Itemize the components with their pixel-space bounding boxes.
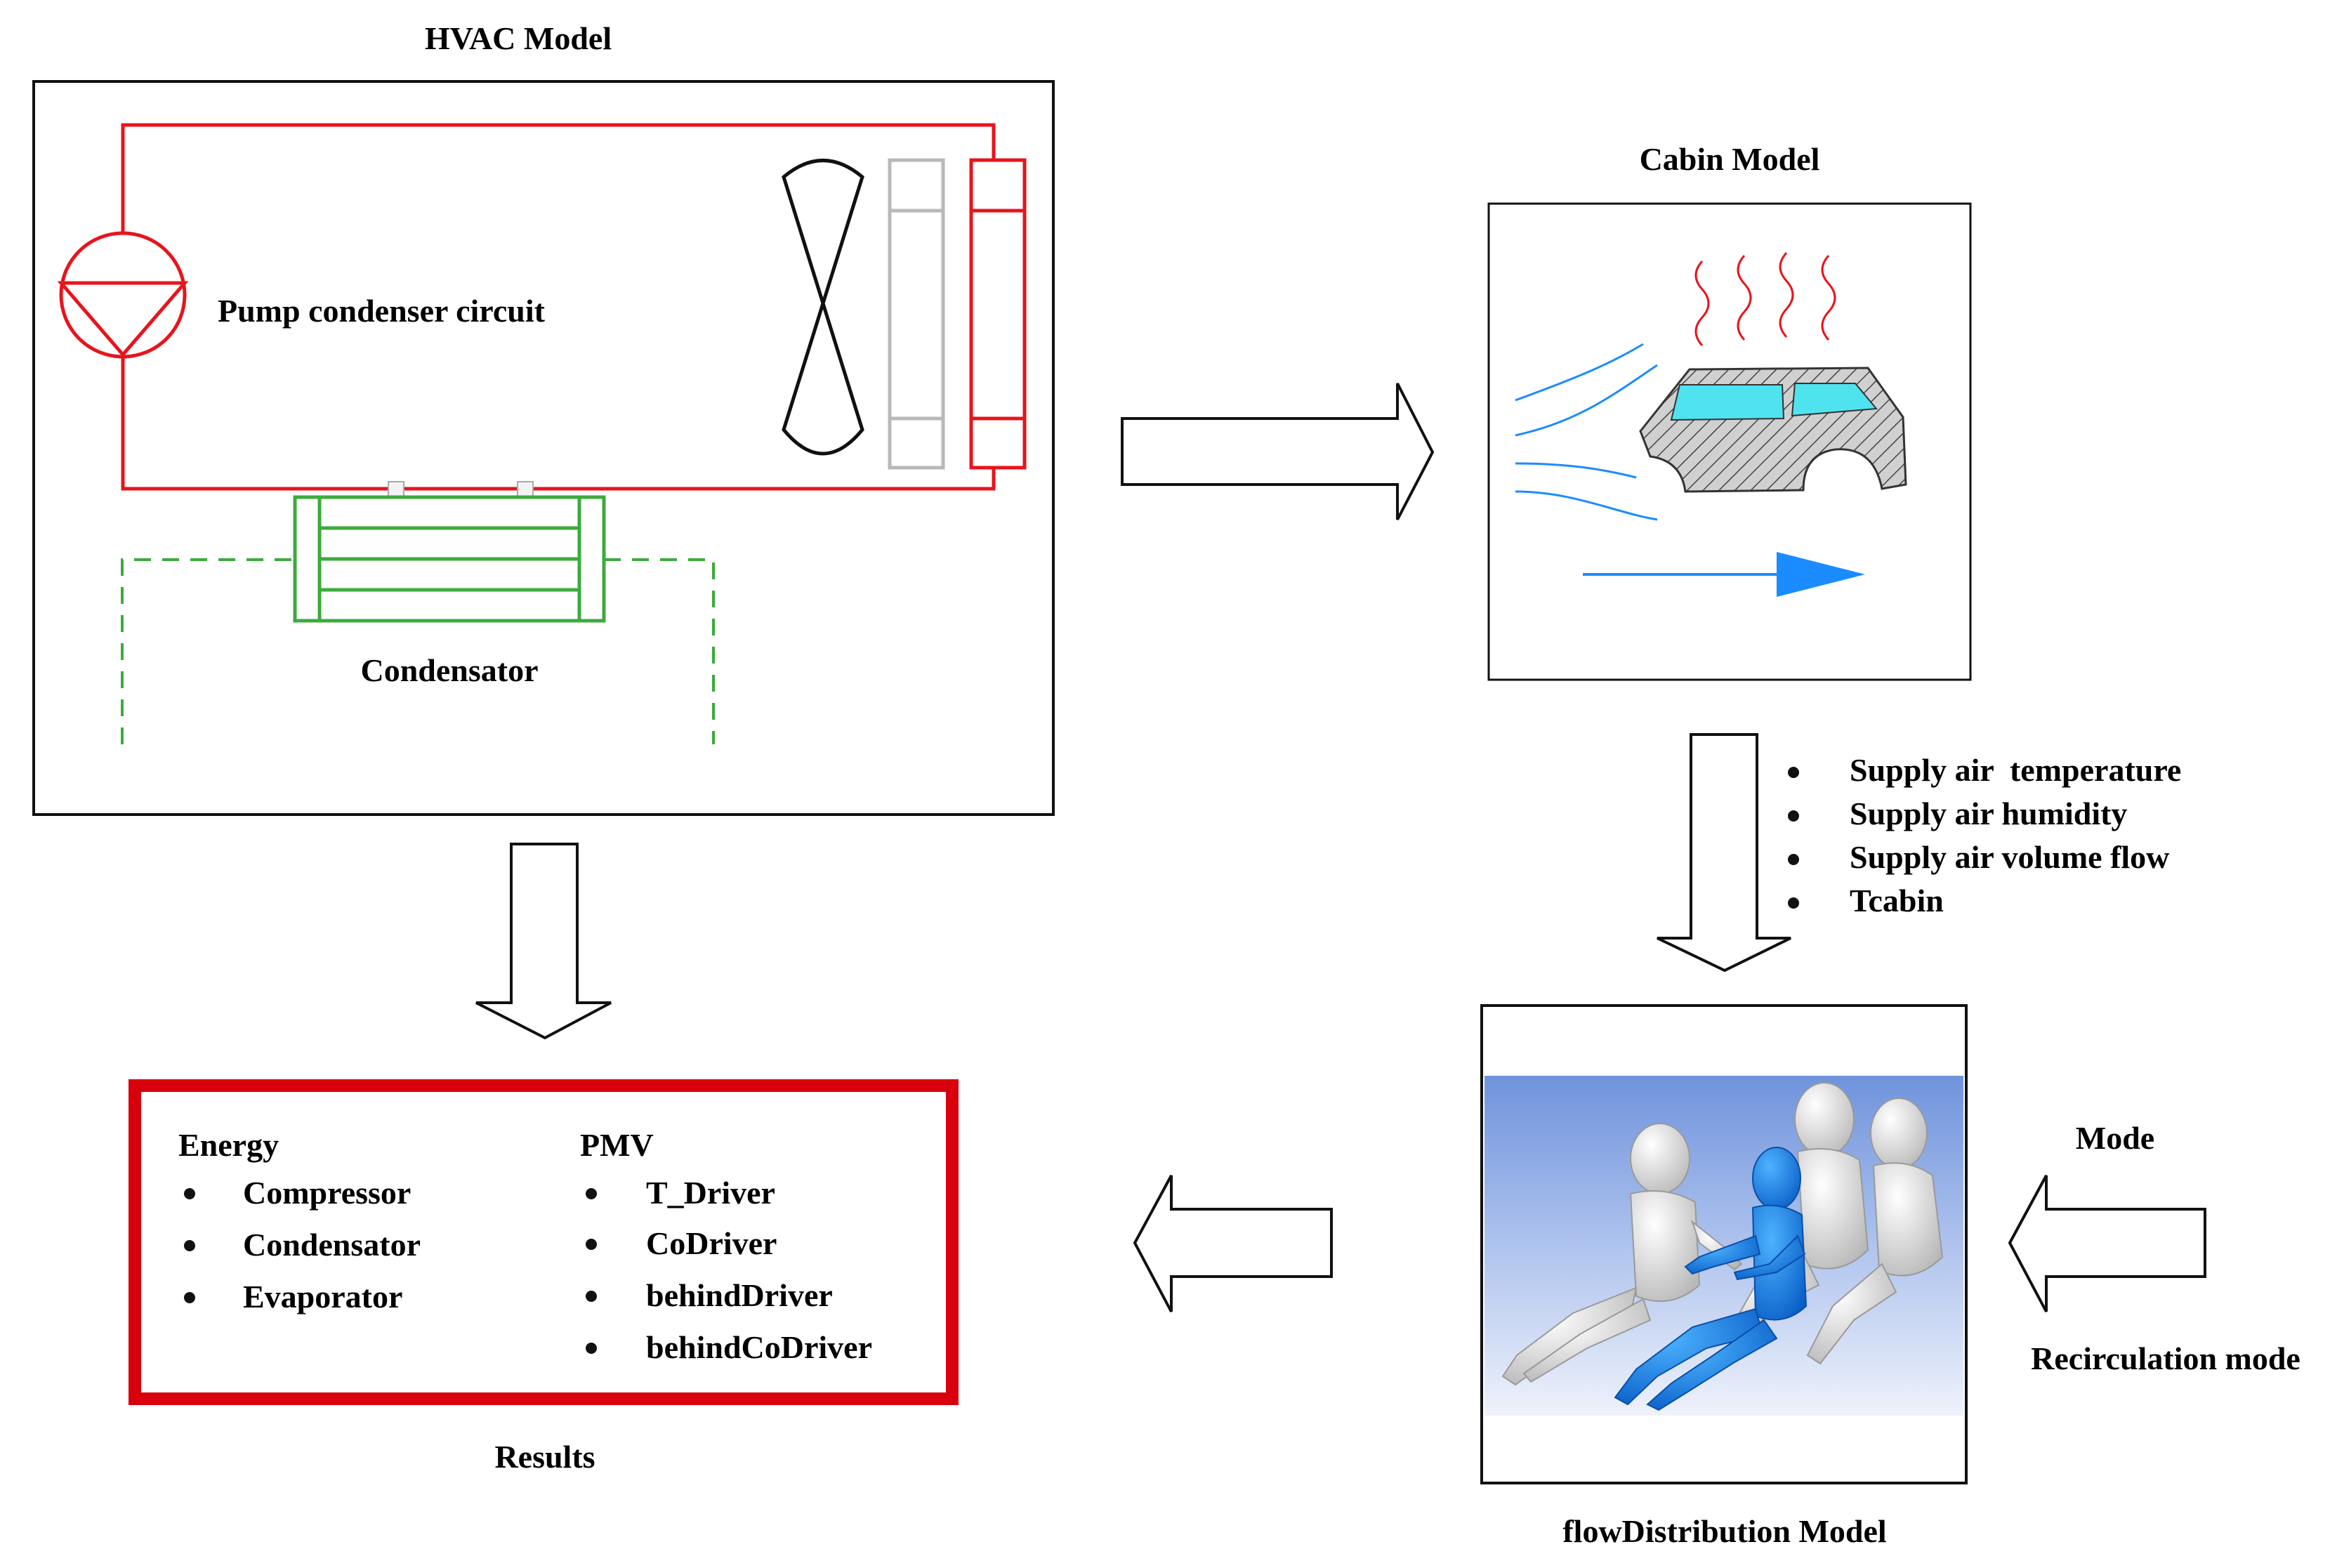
energy-item: Condensator bbox=[243, 1227, 421, 1263]
grey-heat-exchanger bbox=[888, 158, 945, 470]
energy-heading: Energy bbox=[178, 1127, 279, 1163]
bullet bbox=[586, 1291, 597, 1302]
connector-port-right bbox=[517, 481, 534, 498]
coolant-circuit bbox=[121, 558, 715, 744]
flow-input-item: Supply air volume flow bbox=[1850, 839, 2169, 875]
flow-distribution-model: flowDistribution Model bbox=[1480, 1004, 1968, 1549]
bullet bbox=[586, 1239, 597, 1250]
hvac-model: HVAC Model Pump condenser circuit bbox=[32, 20, 1055, 816]
hvac-model-title: HVAC Model bbox=[425, 20, 612, 56]
flow-direction-arrow bbox=[1583, 552, 1865, 597]
arrow-flow-to-results bbox=[1133, 1175, 1333, 1312]
flow-input-list: Supply air temperature Supply air humidi… bbox=[1788, 752, 2181, 918]
arrow-hvac-to-results bbox=[475, 843, 612, 1040]
car-front-window bbox=[1670, 384, 1785, 421]
arrow-hvac-to-cabin bbox=[1121, 383, 1435, 520]
mode-value: Recirculation mode bbox=[2031, 1340, 2300, 1376]
driver-manikin bbox=[1614, 1147, 1808, 1411]
flow-input-item: Tcabin bbox=[1850, 883, 1944, 918]
flow-model-frame bbox=[1480, 1004, 1968, 1484]
cabin-model-frame bbox=[1487, 202, 1972, 681]
mode-input: Mode Recirculation mode bbox=[2008, 1120, 2300, 1376]
red-condenser-block bbox=[969, 158, 1027, 470]
cabin-model-title: Cabin Model bbox=[1640, 141, 1820, 177]
cabin-model: Cabin Model bbox=[1487, 141, 1972, 681]
pump-icon bbox=[57, 231, 189, 359]
results-title: Results bbox=[494, 1439, 595, 1475]
pmv-item: behindDriver bbox=[646, 1277, 833, 1313]
flow-input-item: Supply air temperature bbox=[1850, 752, 2181, 788]
bullet bbox=[1788, 767, 1799, 778]
bullet bbox=[184, 1188, 195, 1199]
flow-model-title: flowDistribution Model bbox=[1562, 1513, 1886, 1549]
arrow-cabin-to-flow bbox=[1657, 733, 1791, 973]
arrow-mode-to-flow bbox=[2008, 1175, 2206, 1312]
car-section-icon bbox=[1639, 367, 1907, 493]
results-box: Energy Compressor Condensator Evaporator… bbox=[129, 1079, 959, 1475]
pump-condenser-circuit bbox=[121, 123, 996, 491]
connector-port-left bbox=[388, 481, 404, 498]
fan-icon bbox=[782, 159, 864, 456]
car-rear-window bbox=[1791, 383, 1878, 417]
condensator-icon bbox=[293, 495, 606, 623]
pmv-item: CoDriver bbox=[646, 1225, 777, 1261]
bullet bbox=[586, 1188, 597, 1199]
results-frame bbox=[129, 1079, 959, 1405]
bullet bbox=[184, 1292, 195, 1303]
airflow-streamlines bbox=[1515, 343, 1658, 521]
mode-label: Mode bbox=[2076, 1120, 2154, 1156]
energy-item: Compressor bbox=[243, 1175, 411, 1211]
bullet bbox=[1788, 854, 1799, 865]
pmv-heading: PMV bbox=[580, 1127, 654, 1163]
hvac-model-frame bbox=[32, 80, 1055, 816]
flow-input-item: Supply air humidity bbox=[1850, 796, 2127, 831]
bullet bbox=[184, 1240, 195, 1251]
bullet bbox=[1788, 810, 1799, 822]
heat-waves-icon bbox=[1694, 251, 1836, 347]
pmv-item: behindCoDriver bbox=[646, 1329, 872, 1365]
energy-item: Evaporator bbox=[243, 1279, 402, 1315]
condensator-label: Condensator bbox=[360, 652, 538, 688]
bullet bbox=[586, 1343, 597, 1354]
bullet bbox=[1788, 897, 1799, 909]
pump-label: Pump condenser circuit bbox=[218, 293, 546, 329]
pmv-item: T_Driver bbox=[646, 1175, 775, 1211]
